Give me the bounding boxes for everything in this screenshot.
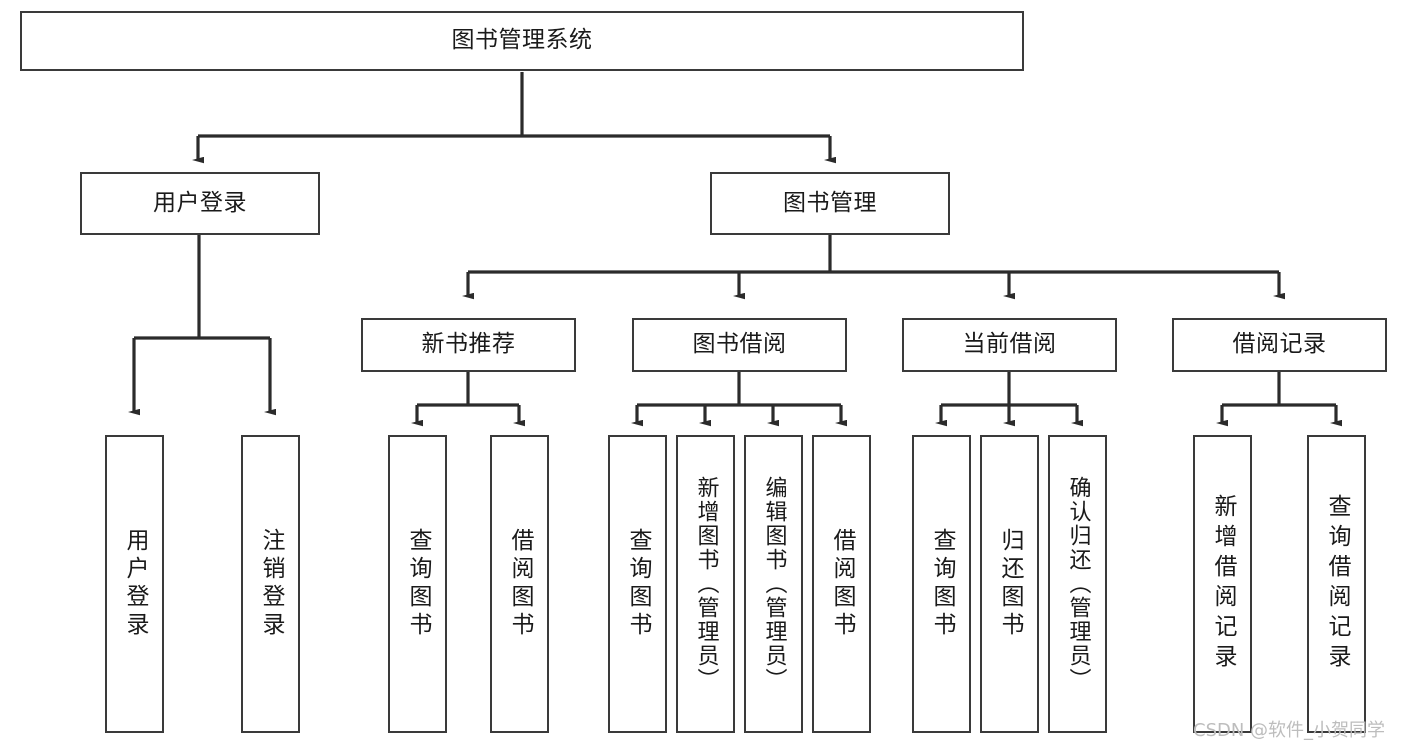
node-leaf-borrow-book-2[interactable]: 借阅图书 <box>812 435 871 733</box>
node-root-label: 图书管理系统 <box>451 27 593 54</box>
node-leaf-edit-book-label: 编辑图书（管理员） <box>761 476 787 692</box>
edge-userlogin-to-leaves <box>128 235 276 416</box>
node-book-management-label: 图书管理 <box>783 189 877 216</box>
node-book-borrow[interactable]: 图书借阅 <box>632 318 847 372</box>
csdn-watermark: CSDN @软件_小贺同学 <box>1193 720 1386 741</box>
node-leaf-query-book-1-label: 查询图书 <box>405 528 431 640</box>
edge-newbook-to-leaves <box>411 372 525 427</box>
node-leaf-query-book-3-label: 查询图书 <box>929 528 955 640</box>
node-leaf-logout[interactable]: 注销登录 <box>241 435 300 733</box>
node-book-management[interactable]: 图书管理 <box>710 172 950 235</box>
node-leaf-borrow-book-1-label: 借阅图书 <box>507 528 533 640</box>
node-current-borrow-label: 当前借阅 <box>962 331 1057 358</box>
edge-bookborrow-to-leaves <box>631 372 847 427</box>
node-leaf-query-book-2-label: 查询图书 <box>625 528 651 640</box>
node-leaf-query-book-3[interactable]: 查询图书 <box>912 435 971 733</box>
node-leaf-add-book[interactable]: 新增图书（管理员） <box>676 435 735 733</box>
node-user-login[interactable]: 用户登录 <box>80 172 320 235</box>
edge-currentborrow-to-leaves <box>935 372 1083 427</box>
node-new-book-recommend[interactable]: 新书推荐 <box>361 318 576 372</box>
node-user-login-label: 用户登录 <box>153 189 247 216</box>
node-borrow-record[interactable]: 借阅记录 <box>1172 318 1387 372</box>
node-leaf-query-record[interactable]: 查询借阅记录 <box>1307 435 1366 733</box>
node-leaf-edit-book[interactable]: 编辑图书（管理员） <box>744 435 803 733</box>
edge-root-to-level2 <box>192 72 836 164</box>
node-borrow-record-label: 借阅记录 <box>1232 331 1327 358</box>
node-leaf-query-book-1[interactable]: 查询图书 <box>388 435 447 733</box>
node-root[interactable]: 图书管理系统 <box>20 11 1024 71</box>
node-leaf-logout-label: 注销登录 <box>258 528 284 640</box>
node-current-borrow[interactable]: 当前借阅 <box>902 318 1117 372</box>
node-leaf-query-record-label: 查询借阅记录 <box>1324 494 1350 674</box>
node-leaf-confirm-return[interactable]: 确认归还（管理员） <box>1048 435 1107 733</box>
node-leaf-confirm-return-label: 确认归还（管理员） <box>1065 476 1091 692</box>
node-leaf-user-login-label: 用户登录 <box>122 528 148 640</box>
node-leaf-borrow-book-1[interactable]: 借阅图书 <box>490 435 549 733</box>
node-leaf-add-record-label: 新增借阅记录 <box>1210 494 1236 674</box>
node-leaf-add-record[interactable]: 新增借阅记录 <box>1193 435 1252 733</box>
node-leaf-user-login[interactable]: 用户登录 <box>105 435 164 733</box>
node-leaf-borrow-book-2-label: 借阅图书 <box>829 528 855 640</box>
edge-bookmgmt-to-level3 <box>462 235 1285 300</box>
node-leaf-return-book[interactable]: 归还图书 <box>980 435 1039 733</box>
node-leaf-add-book-label: 新增图书（管理员） <box>693 476 719 692</box>
node-leaf-query-book-2[interactable]: 查询图书 <box>608 435 667 733</box>
node-leaf-return-book-label: 归还图书 <box>997 528 1023 640</box>
edge-borrowrecord-to-leaves <box>1216 372 1342 427</box>
node-book-borrow-label: 图书借阅 <box>692 331 787 358</box>
node-new-book-recommend-label: 新书推荐 <box>421 331 516 358</box>
